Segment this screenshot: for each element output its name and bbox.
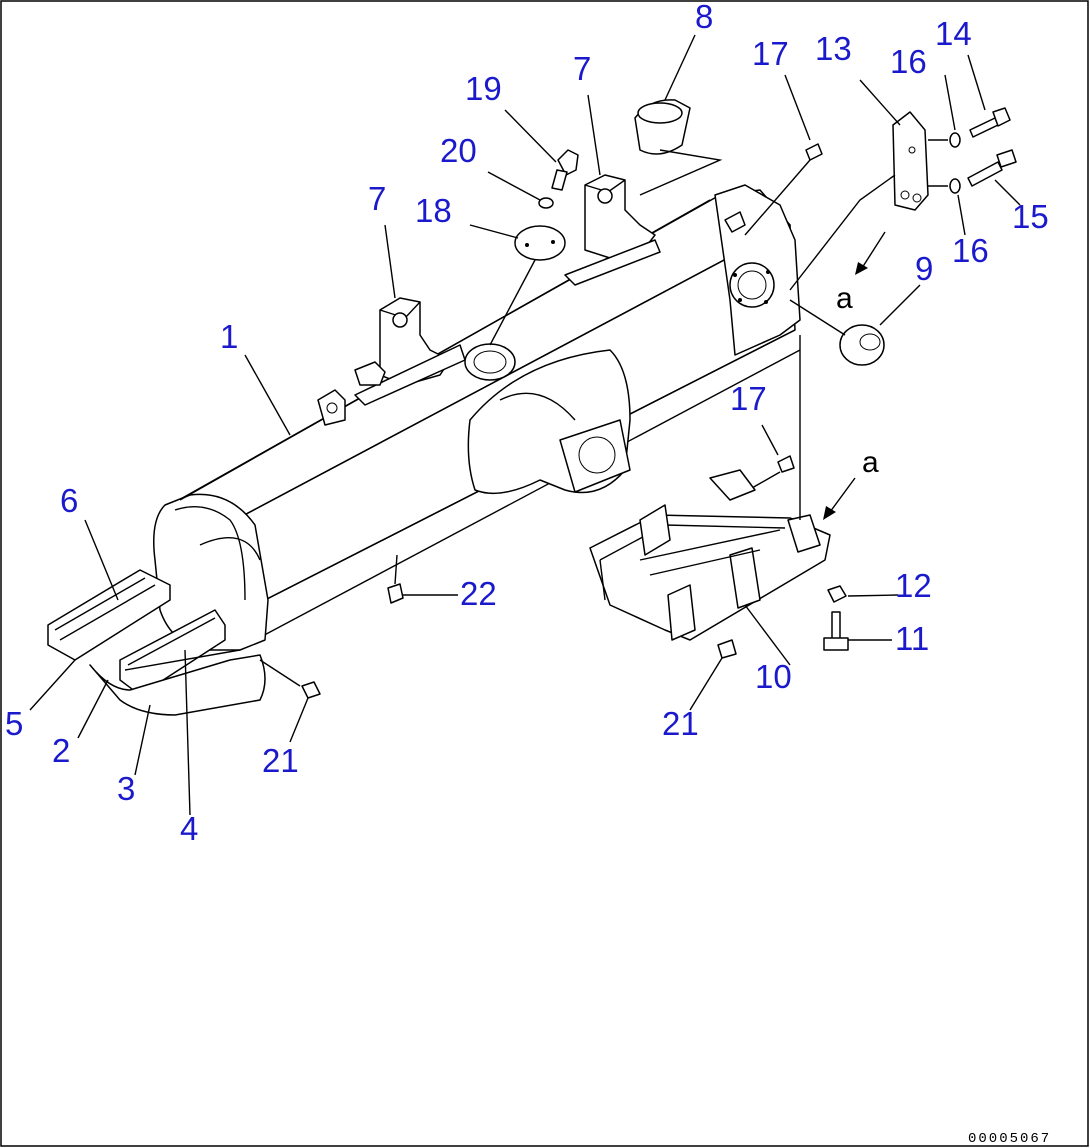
callout-12: 12 [895, 567, 932, 604]
leader-lines [29, 34, 1021, 816]
plug-21-right [717, 639, 737, 659]
bushing-drawing [634, 99, 723, 196]
washers-drawing [928, 132, 961, 194]
callout-3: 3 [117, 770, 135, 807]
callout-17-top: 17 [752, 35, 789, 72]
callout-21-right: 21 [662, 705, 699, 742]
pad-drawing [789, 299, 885, 366]
view-arrow-upper: a [836, 231, 886, 315]
callout-labels: 1 2 3 4 5 6 7 7 8 9 10 11 12 13 14 15 16… [5, 0, 1049, 847]
callout-8: 8 [695, 0, 713, 35]
support-frame-drawing [589, 335, 831, 641]
callout-18: 18 [415, 192, 452, 229]
callout-7-left: 7 [368, 180, 386, 217]
callout-14: 14 [935, 15, 972, 52]
callout-15: 15 [1012, 198, 1049, 235]
callout-7-right: 7 [573, 50, 591, 87]
callout-21-left: 21 [262, 742, 299, 779]
view-letter-lower: a [862, 446, 879, 479]
callout-9: 9 [915, 250, 933, 287]
callout-5: 5 [5, 705, 23, 742]
view-arrow-lower: a [823, 446, 879, 520]
callout-16-bottom: 16 [952, 232, 989, 269]
callout-2: 2 [52, 732, 70, 769]
bolt-15-drawing [967, 149, 1017, 187]
washer-20-drawing [538, 197, 554, 209]
fitting-17-top [744, 143, 823, 236]
callout-10: 10 [755, 658, 792, 695]
view-letter-upper: a [836, 282, 853, 315]
nut-12-drawing [827, 585, 847, 603]
beam-top-bosses [317, 211, 746, 426]
cover-18-drawing [489, 225, 566, 346]
callout-20: 20 [440, 132, 477, 169]
bolt-11-drawing [823, 611, 849, 651]
plug-21-left [259, 659, 321, 699]
callout-6: 6 [60, 482, 78, 519]
callout-16-top: 16 [890, 43, 927, 80]
callout-19: 19 [465, 70, 502, 107]
bracket-right-drawing [564, 174, 661, 286]
bolt-14-drawing [969, 107, 1011, 138]
fitting-17-bottom [751, 455, 795, 489]
plate-drawing [789, 111, 929, 291]
callout-13: 13 [815, 30, 852, 67]
callout-4: 4 [180, 810, 198, 847]
callout-1: 1 [220, 318, 238, 355]
main-beam-drawing [47, 184, 801, 716]
callout-17-bottom: 17 [730, 380, 767, 417]
bolt-19-drawing [551, 149, 579, 191]
bracket-left-drawing [354, 297, 466, 406]
fitting-22-drawing [387, 554, 404, 604]
document-code: 00005067 [968, 1131, 1051, 1147]
callout-11: 11 [895, 620, 929, 657]
callout-22: 22 [460, 575, 497, 612]
